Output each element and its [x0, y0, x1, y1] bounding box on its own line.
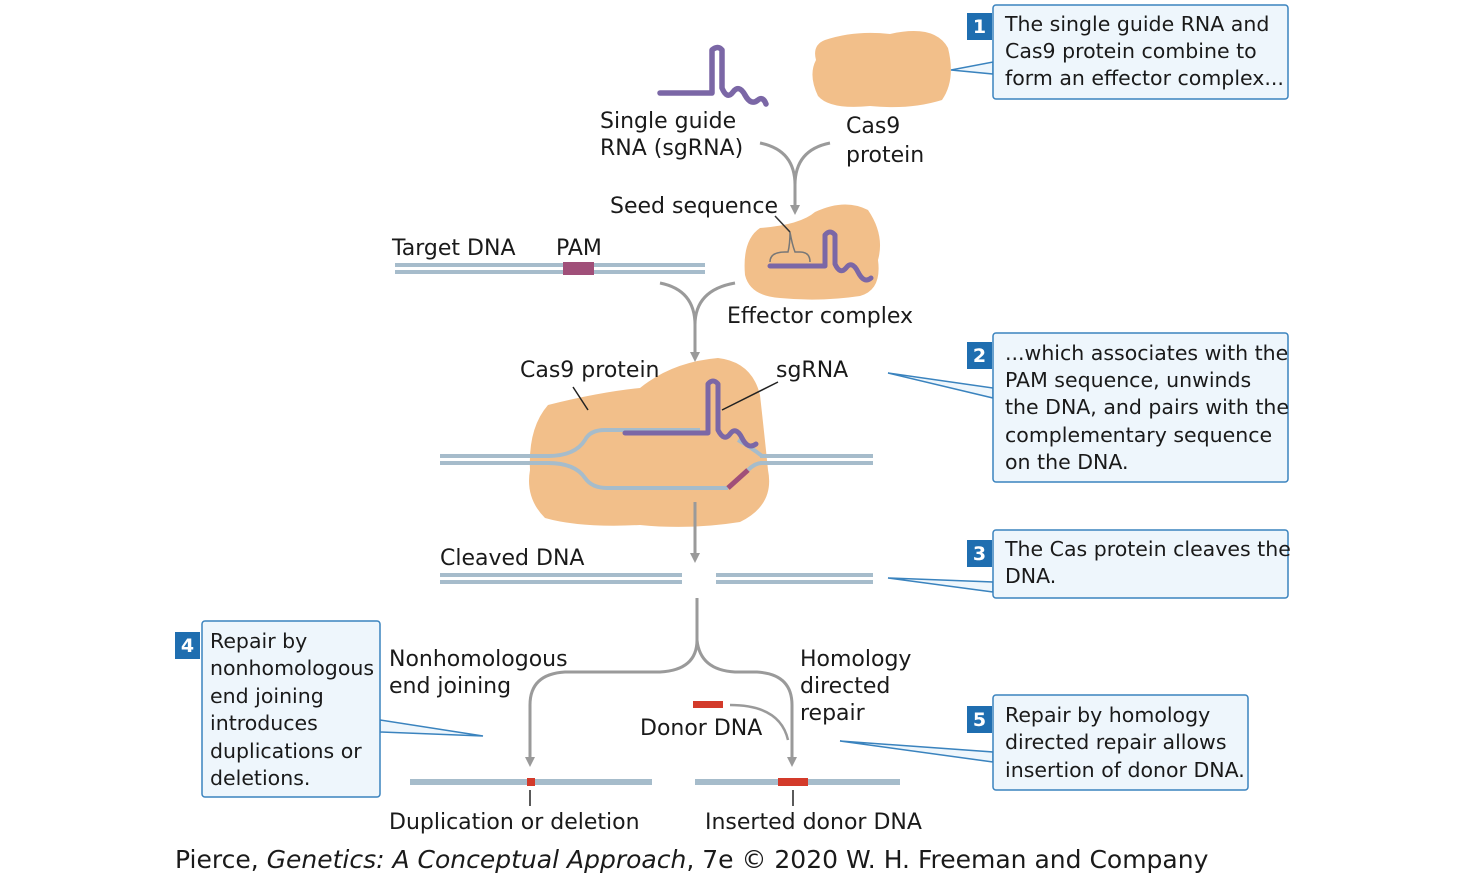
callout-3: 3 The Cas protein cleaves the DNA.	[887, 529, 1291, 599]
svg-text:form an effector complex...: form an effector complex...	[1005, 66, 1284, 90]
callout-1-badge	[967, 13, 992, 40]
cleaved-dna	[440, 573, 873, 584]
cleaved-dna-label: Cleaved DNA	[440, 546, 584, 571]
sgrna-label-line1: Single guide	[600, 109, 736, 134]
svg-text:Repair by: Repair by	[210, 629, 307, 653]
callout-2: 2 ...which associates with the PAM seque…	[887, 332, 1289, 483]
callout-2-badge	[967, 342, 992, 369]
svg-text:1: 1	[973, 16, 986, 38]
callout-5: 5 Repair by homology directed repair all…	[839, 694, 1249, 791]
svg-text:4: 4	[181, 635, 194, 657]
split-arrow-hdr	[695, 639, 797, 767]
svg-text:insertion of donor DNA.: insertion of donor DNA.	[1005, 758, 1245, 782]
merge-arrow-1	[759, 141, 831, 210]
credit-line: Pierce, Genetics: A Conceptual Approach,…	[175, 845, 1209, 874]
inserted-donor-label: Inserted donor DNA	[705, 810, 922, 835]
callout-4-badge	[175, 632, 200, 659]
nhej-label-line1: Nonhomologous	[389, 647, 568, 672]
cas9-protein-free	[812, 31, 951, 108]
cas9-label-line2: protein	[846, 143, 924, 168]
svg-text:Cas9 protein combine to: Cas9 protein combine to	[1005, 39, 1257, 63]
nhej-label-line2: end joining	[389, 674, 511, 699]
svg-text:Repair by homology: Repair by homology	[1005, 703, 1210, 727]
nhej-result-dna	[410, 778, 652, 786]
svg-text:5: 5	[973, 709, 986, 731]
seed-sequence-label: Seed sequence	[610, 194, 778, 219]
cas9-protein-pointer	[572, 386, 589, 411]
pam-segment	[563, 262, 594, 275]
effector-complex-protein	[744, 204, 881, 300]
callout-5-badge	[967, 706, 992, 733]
svg-text:directed repair allows: directed repair allows	[1005, 730, 1227, 754]
hdr-label-line1: Homology	[800, 647, 911, 672]
donor-arrow	[729, 703, 790, 741]
svg-text:on the DNA.: on the DNA.	[1005, 450, 1129, 474]
pam-label: PAM	[556, 236, 602, 261]
donor-dna	[693, 701, 723, 708]
svg-text:introduces: introduces	[210, 711, 318, 735]
cas9-protein-label: Cas9 protein	[520, 358, 660, 383]
sgrna-bound-label: sgRNA	[776, 358, 848, 383]
svg-text:2: 2	[973, 345, 986, 367]
duplication-deletion-label: Duplication or deletion	[389, 810, 640, 835]
callout-4: 4 Repair by nonhomologous end joining in…	[175, 620, 484, 798]
target-dna	[395, 262, 705, 275]
svg-text:3: 3	[973, 543, 986, 565]
merge-arrow-2	[659, 281, 736, 357]
bound-dna	[440, 428, 873, 490]
donor-dna-label: Donor DNA	[640, 716, 762, 741]
svg-text:PAM sequence, unwinds: PAM sequence, unwinds	[1005, 368, 1251, 392]
svg-text:complementary sequence: complementary sequence	[1005, 423, 1272, 447]
svg-text:DNA.: DNA.	[1005, 564, 1056, 588]
sgrna-pointer	[721, 381, 779, 411]
effector-complex-label: Effector complex	[727, 304, 913, 329]
bound-sgrna	[622, 378, 759, 449]
hdr-label-line2: directed	[800, 674, 890, 699]
callout-1: 1 The single guide RNA and Cas9 protein …	[950, 4, 1289, 100]
target-dna-label: Target DNA	[391, 236, 516, 261]
svg-text:the DNA, and pairs with the: the DNA, and pairs with the	[1005, 395, 1289, 419]
indel-mark	[527, 778, 535, 786]
sgrna-label-line2: RNA (sgRNA)	[600, 136, 743, 161]
svg-text:end joining: end joining	[210, 684, 324, 708]
sgrna-strand-free	[657, 44, 769, 107]
hdr-result-dna	[695, 778, 900, 786]
svg-text:nonhomologous: nonhomologous	[210, 656, 374, 680]
svg-text:duplications or: duplications or	[210, 739, 362, 763]
seed-pointer-stem	[774, 215, 791, 233]
svg-text:The single guide RNA and: The single guide RNA and	[1004, 12, 1269, 36]
inserted-donor-mark	[778, 778, 808, 786]
hdr-label-line3: repair	[800, 701, 866, 726]
split-arrow-nhej	[525, 598, 699, 767]
svg-text:The Cas protein cleaves the: The Cas protein cleaves the	[1004, 537, 1291, 561]
svg-text:...which associates with the: ...which associates with the	[1005, 341, 1288, 365]
svg-text:deletions.: deletions.	[210, 766, 310, 790]
callout-3-badge	[967, 540, 992, 567]
cas9-label-line1: Cas9	[846, 114, 900, 139]
bound-cas9-protein	[529, 358, 770, 527]
effector-sgrna	[767, 229, 874, 283]
